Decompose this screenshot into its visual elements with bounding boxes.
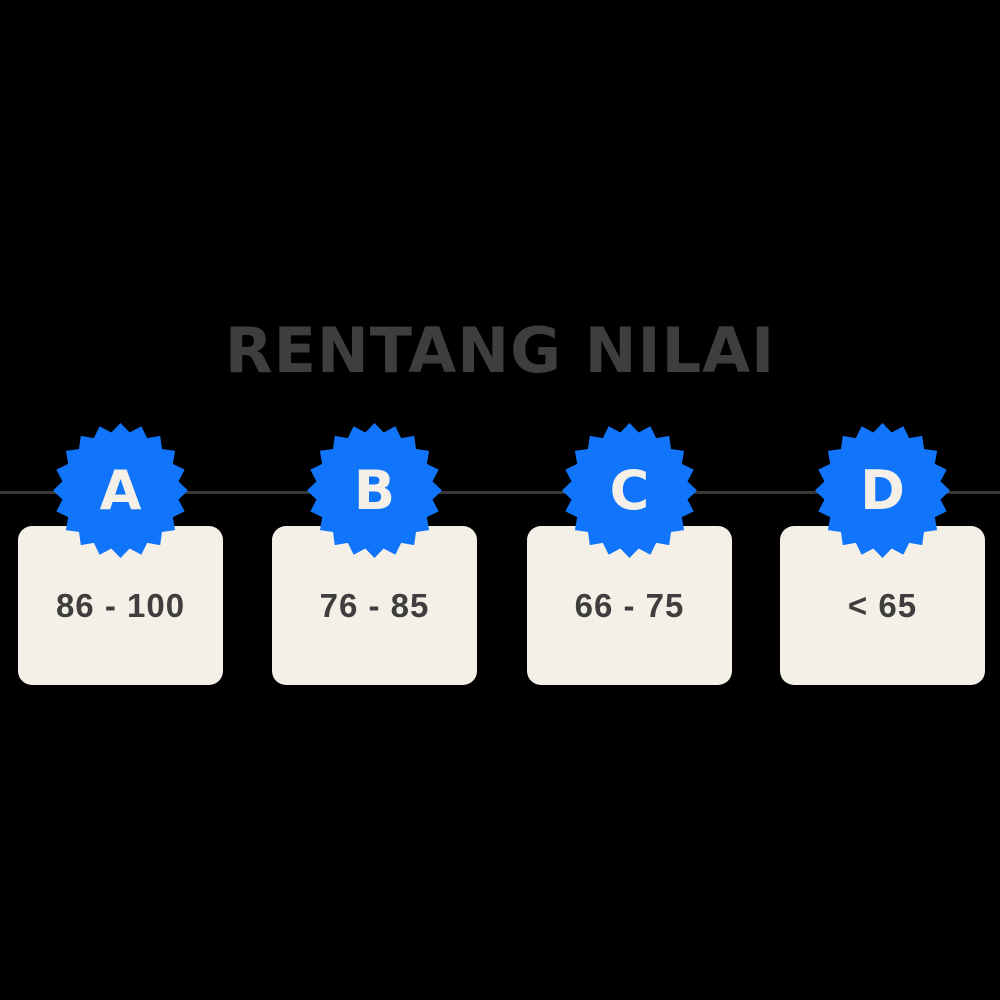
grade-range-value: 86 - 100 <box>55 586 186 624</box>
grade-badge: C <box>562 423 697 558</box>
grade-badge: B <box>307 423 442 558</box>
starburst-seal-icon <box>562 423 697 558</box>
grade-badge: A <box>53 423 188 558</box>
grade-letter: D <box>860 459 905 522</box>
starburst-seal-icon <box>53 423 188 558</box>
grade-column-b: 76 - 85 B <box>272 423 477 685</box>
grade-column-a: 86 - 100 A <box>18 423 223 685</box>
grade-range-card: 86 - 100 <box>18 526 223 685</box>
grade-letter: C <box>609 459 650 522</box>
starburst-seal-icon <box>307 423 442 558</box>
grade-column-d: < 65 D <box>780 423 985 685</box>
grade-range-value: < 65 <box>847 586 918 624</box>
grade-badge: D <box>815 423 950 558</box>
grade-letter: B <box>353 459 396 522</box>
grade-column-c: 66 - 75 C <box>527 423 732 685</box>
grade-range-value: 66 - 75 <box>574 586 685 624</box>
grade-range-value: 76 - 85 <box>319 586 430 624</box>
page-title: RENTANG NILAI <box>224 314 776 387</box>
starburst-seal-icon <box>815 423 950 558</box>
grade-letter: A <box>99 459 142 522</box>
horizontal-divider-line <box>0 491 1000 494</box>
